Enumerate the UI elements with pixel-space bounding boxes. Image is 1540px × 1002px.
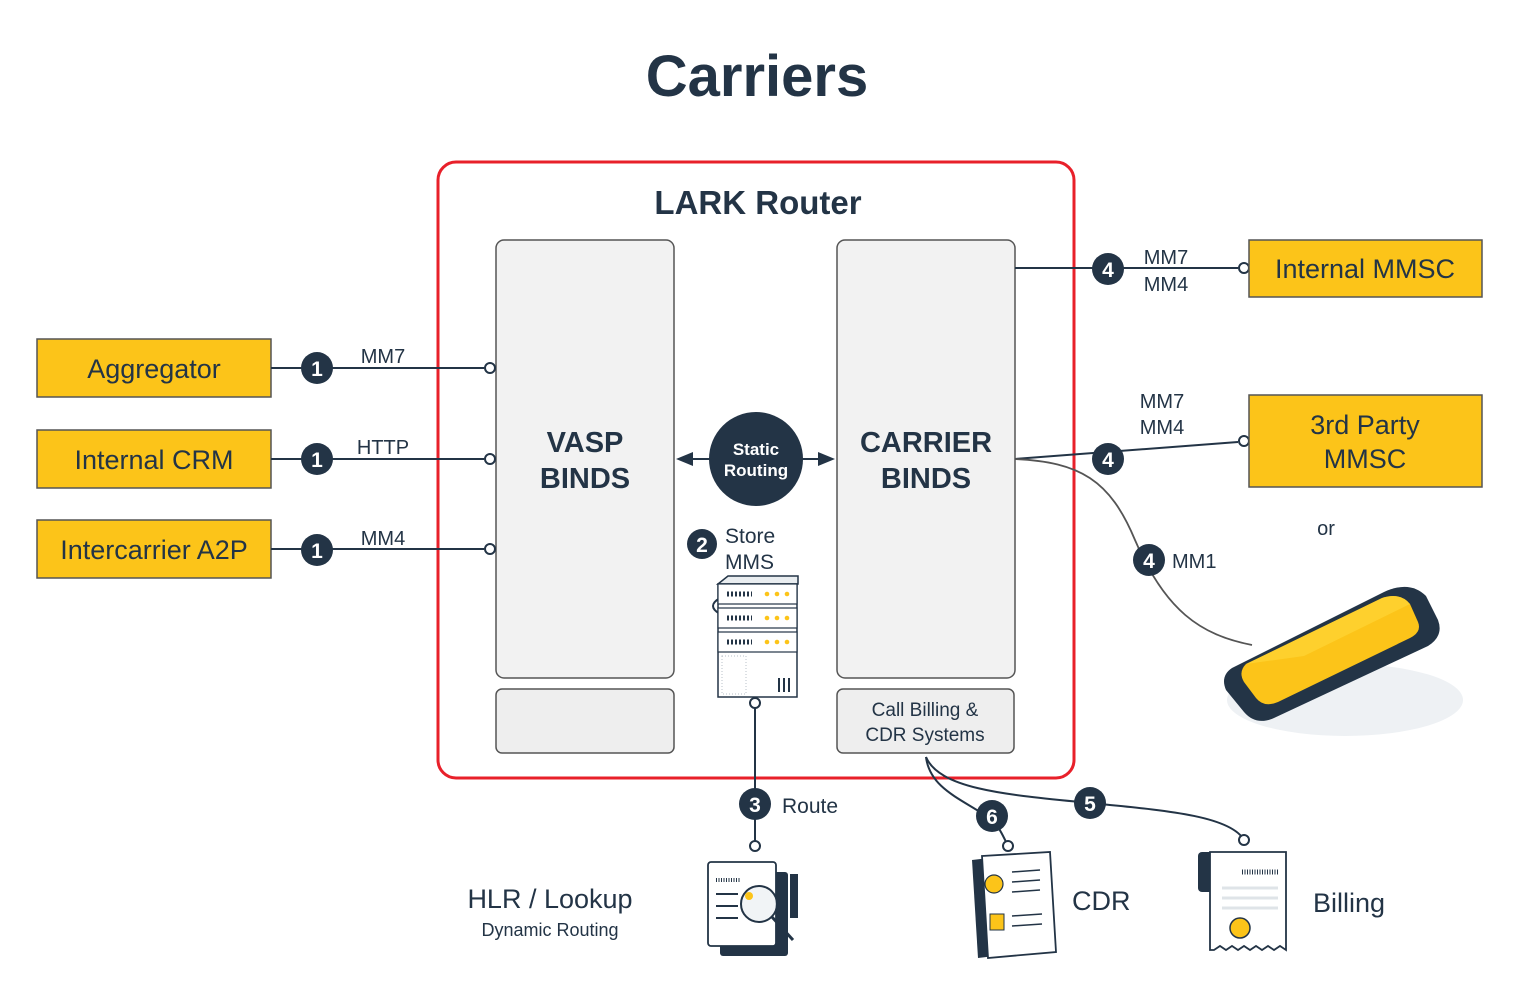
step-badge-2 [687, 529, 717, 559]
lookup-document-icon [707, 861, 798, 956]
third-party-mmsc-protocol-1: MM7 [1140, 391, 1184, 413]
billing-connector-port [1238, 834, 1250, 846]
step-badge-4-handset [1133, 544, 1165, 576]
vasp-lower-panel [495, 688, 675, 754]
step-badge-4-handset-number: 4 [1143, 550, 1155, 573]
intercarrier-a2p-protocol: MM4 [361, 528, 405, 550]
intercarrier-a2p-node: Intercarrier A2P [36, 519, 272, 579]
billing-receipt-icon [1198, 851, 1287, 952]
store-mms-label-line2: MMS [725, 551, 774, 574]
smartphone-icon [1224, 586, 1463, 736]
server-icon [712, 575, 799, 698]
internal-crm-protocol: HTTP [357, 437, 409, 459]
step-badge-1-internal-crm [301, 443, 333, 475]
third-party-mmsc-node: 3rd Party MMSC [1248, 394, 1483, 488]
vasp-binds-label-line2: BINDS [540, 463, 630, 495]
store-mms-label-line1: Store [725, 525, 775, 548]
step-badge-4-internal-mmsc-number: 4 [1102, 259, 1114, 282]
step-badge-1-aggregator-number: 1 [311, 358, 323, 381]
third-party-mmsc-connector [1014, 441, 1239, 460]
step-badge-4-third-party-number: 4 [1102, 449, 1114, 472]
route-label: Route [782, 795, 838, 818]
carrier-binds-label-line1: CARRIER [860, 427, 992, 459]
or-text: or [1317, 518, 1335, 540]
intercarrier-a2p-port [484, 543, 496, 555]
static-routing-label-line1: Static [733, 440, 779, 459]
internal-mmsc-label: Internal MMSC [1275, 254, 1455, 284]
third-party-mmsc-port [1238, 435, 1250, 447]
aggregator-port [484, 362, 496, 374]
carrier-binds-panel [836, 239, 1016, 679]
vasp-binds-label-line1: VASP [547, 427, 624, 459]
internal-crm-port [484, 453, 496, 465]
vasp-binds-panel [495, 239, 675, 679]
static-routing-node [709, 412, 803, 506]
internal-crm-box [36, 429, 272, 489]
internal-crm-label: Internal CRM [74, 445, 233, 475]
third-party-mmsc-protocol-2: MM4 [1140, 417, 1184, 439]
step-badge-5-number: 5 [1084, 793, 1096, 816]
aggregator-label: Aggregator [87, 354, 221, 384]
call-billing-label-line1: Call Billing & [872, 700, 979, 721]
aggregator-node: Aggregator [36, 338, 272, 398]
call-billing-label-line2: CDR Systems [865, 725, 984, 746]
step-badge-2-number: 2 [696, 534, 708, 557]
step-badge-6 [976, 800, 1008, 832]
step-badge-5 [1074, 787, 1106, 819]
internal-mmsc-protocol-1: MM7 [1144, 247, 1188, 269]
cdr-connector-port [1002, 840, 1014, 852]
billing-label: Billing [1313, 888, 1385, 918]
handset-connector [1014, 458, 1253, 646]
handset-protocol: MM1 [1172, 551, 1216, 573]
internal-mmsc-node: Internal MMSC [1248, 239, 1483, 298]
diagram-title: Carriers [646, 44, 868, 109]
carrier-binds-label-line2: BINDS [881, 463, 971, 495]
step-badge-3-number: 3 [749, 794, 761, 817]
route-connector-top-port [749, 697, 761, 709]
step-badge-3 [739, 788, 771, 820]
cdr-document-icon [972, 851, 1057, 959]
third-party-mmsc-label-line1: 3rd Party [1310, 410, 1420, 440]
step-badge-1-intercarrier-a2p [301, 534, 333, 566]
step-badge-1-intercarrier-a2p-number: 1 [311, 540, 323, 563]
router-title: LARK Router [654, 184, 861, 221]
static-routing-label-line2: Routing [724, 461, 788, 480]
internal-crm-node: Internal CRM [36, 429, 272, 489]
arrow-right-icon [818, 452, 835, 466]
third-party-mmsc-label-line2: MMSC [1324, 444, 1407, 474]
step-badge-6-number: 6 [986, 806, 998, 829]
intercarrier-a2p-label: Intercarrier A2P [60, 535, 248, 565]
aggregator-protocol: MM7 [361, 346, 405, 368]
cdr-label: CDR [1072, 886, 1131, 916]
step-badge-4-third-party [1092, 443, 1124, 475]
hlr-lookup-title: HLR / Lookup [467, 884, 632, 914]
hlr-lookup-subtitle: Dynamic Routing [481, 920, 618, 940]
step-badge-1-aggregator [301, 352, 333, 384]
internal-mmsc-box [1248, 239, 1483, 298]
internal-mmsc-port [1238, 262, 1250, 274]
internal-mmsc-protocol-2: MM4 [1144, 274, 1188, 296]
step-badge-1-internal-crm-number: 1 [311, 449, 323, 472]
third-party-mmsc-box [1248, 394, 1483, 488]
step-badge-4-internal-mmsc [1092, 253, 1124, 285]
intercarrier-a2p-box [36, 519, 272, 579]
arrow-left-icon [676, 452, 693, 466]
route-connector-bottom-port [749, 840, 761, 852]
call-billing-panel [836, 688, 1015, 754]
